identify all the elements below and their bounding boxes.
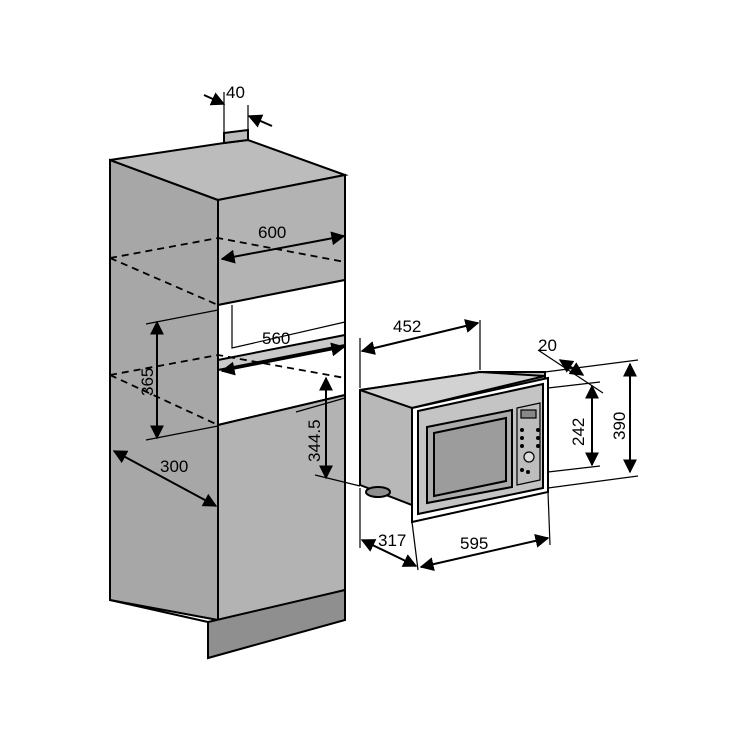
cabinet-top-surface	[109, 138, 349, 202]
microwave	[359, 370, 549, 524]
dim-label-560: 560	[262, 329, 290, 348]
dim-label-40: 40	[226, 83, 245, 102]
dimension-lines	[112, 92, 639, 572]
microwave-control-panel	[516, 402, 541, 486]
dim-label-595: 595	[460, 534, 488, 553]
cabinet-side-panel	[109, 158, 219, 622]
dim-label-300: 300	[160, 457, 188, 476]
microwave-window	[433, 416, 507, 498]
cabinet-plinth	[207, 588, 346, 660]
microwave-display	[520, 409, 537, 419]
dim-label-365: 365	[138, 368, 157, 396]
dim-label-600: 600	[258, 223, 286, 242]
dim-label-20: 20	[538, 336, 557, 355]
dim-label-390: 390	[610, 412, 629, 440]
microwave-knob	[523, 451, 535, 463]
cabinet-back-rail	[223, 128, 249, 145]
dim-label-317: 317	[378, 531, 406, 550]
dim-label-452: 452	[393, 317, 421, 336]
dim-label-242: 242	[569, 418, 588, 446]
dim-label-344-5: 344.5	[305, 419, 324, 462]
microwave-foot	[365, 486, 391, 498]
microwave-top-body	[359, 370, 546, 410]
